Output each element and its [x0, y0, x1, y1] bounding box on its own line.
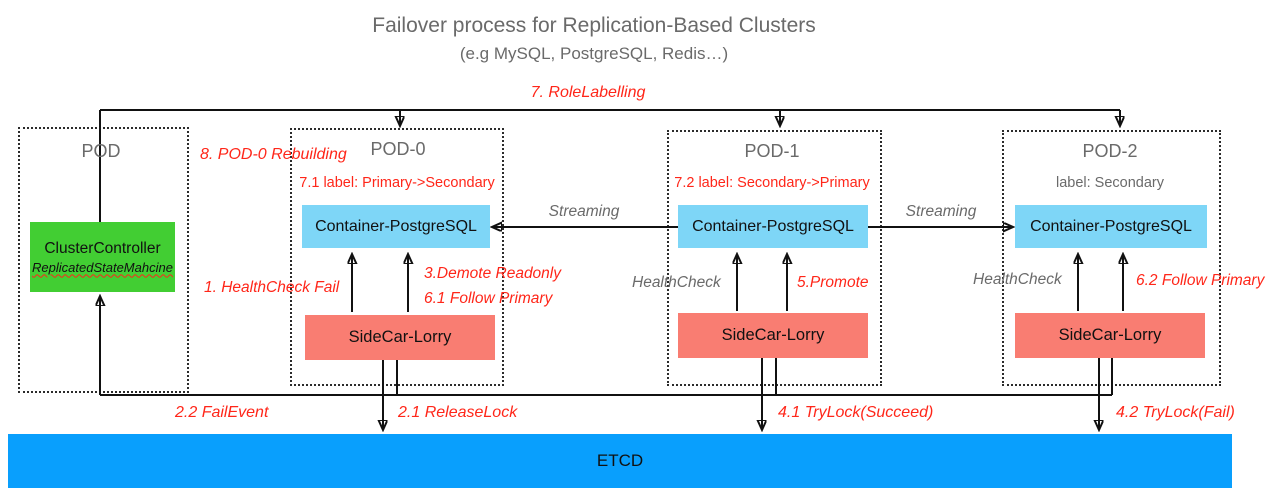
pod0-sidecar-box: SideCar-Lorry	[305, 315, 495, 360]
cluster-controller-label: ClusterController	[44, 239, 161, 257]
demote-readonly-label: 3.Demote Readonly	[424, 265, 561, 282]
pod0-rebuilding-label: 8. POD-0 Rebuilding	[200, 146, 347, 163]
pod1-healthcheck-label: HealthCheck	[632, 274, 721, 291]
pod0-title: POD-0	[370, 139, 426, 159]
streaming-left-label: Streaming	[548, 203, 620, 220]
pod1-sidecar-box: SideCar-Lorry	[678, 313, 868, 358]
pod-frame	[18, 127, 189, 393]
pod2-sidecar-label: SideCar-Lorry	[1058, 326, 1162, 344]
pod1-role-label: 7.2 label: Secondary->Primary	[674, 175, 870, 191]
pod0-sidecar-label: SideCar-Lorry	[348, 328, 452, 346]
etcd-bar: ETCD	[8, 434, 1232, 488]
promote-label: 5.Promote	[797, 274, 869, 291]
diagram-title: Failover process for Replication-Based C…	[372, 14, 816, 37]
pod2-container-box: Container-PostgreSQL	[1015, 205, 1207, 248]
trylock-fail-label: 4.2 TryLock(Fail)	[1116, 404, 1235, 421]
streaming-right-label: Streaming	[905, 203, 977, 220]
follow-primary-61-label: 6.1 Follow Primary	[424, 290, 553, 307]
pod1-sidecar-label: SideCar-Lorry	[721, 326, 825, 344]
pod1-container-label: Container-PostgreSQL	[692, 217, 854, 235]
cluster-controller-box: ClusterController ReplicatedStateMahcine	[30, 222, 175, 292]
pod1-frame	[667, 130, 882, 386]
pod0-role-label: 7.1 label: Primary->Secondary	[299, 175, 495, 191]
pod2-role-label: label: Secondary	[1055, 175, 1165, 191]
pod-title: POD	[81, 141, 121, 161]
etcd-label: ETCD	[596, 451, 644, 470]
fail-event-label: 2.2 FailEvent	[175, 404, 269, 421]
trylock-succeed-label: 4.1 TryLock(Succeed)	[778, 404, 934, 421]
diagram-subtitle: (e.g MySQL, PostgreSQL, Redis…)	[459, 44, 729, 63]
pod1-title: POD-1	[744, 141, 800, 161]
role-labelling-label: 7. RoleLabelling	[530, 84, 646, 101]
pod1-container-box: Container-PostgreSQL	[678, 205, 868, 248]
pod2-title: POD-2	[1082, 141, 1138, 161]
pod2-container-label: Container-PostgreSQL	[1030, 217, 1192, 235]
follow-primary-62-label: 6.2 Follow Primary	[1136, 272, 1265, 289]
pod0-container-box: Container-PostgreSQL	[302, 205, 490, 248]
healthcheck-fail-label: 1. HealthCheck Fail	[204, 279, 340, 296]
pod0-container-label: Container-PostgreSQL	[315, 217, 477, 235]
release-lock-label: 2.1 ReleaseLock	[398, 404, 518, 421]
pod2-healthcheck-label: HealthCheck	[973, 271, 1062, 288]
replicated-state-machine-label: ReplicatedStateMahcine	[32, 259, 173, 275]
pod2-sidecar-box: SideCar-Lorry	[1015, 313, 1205, 358]
